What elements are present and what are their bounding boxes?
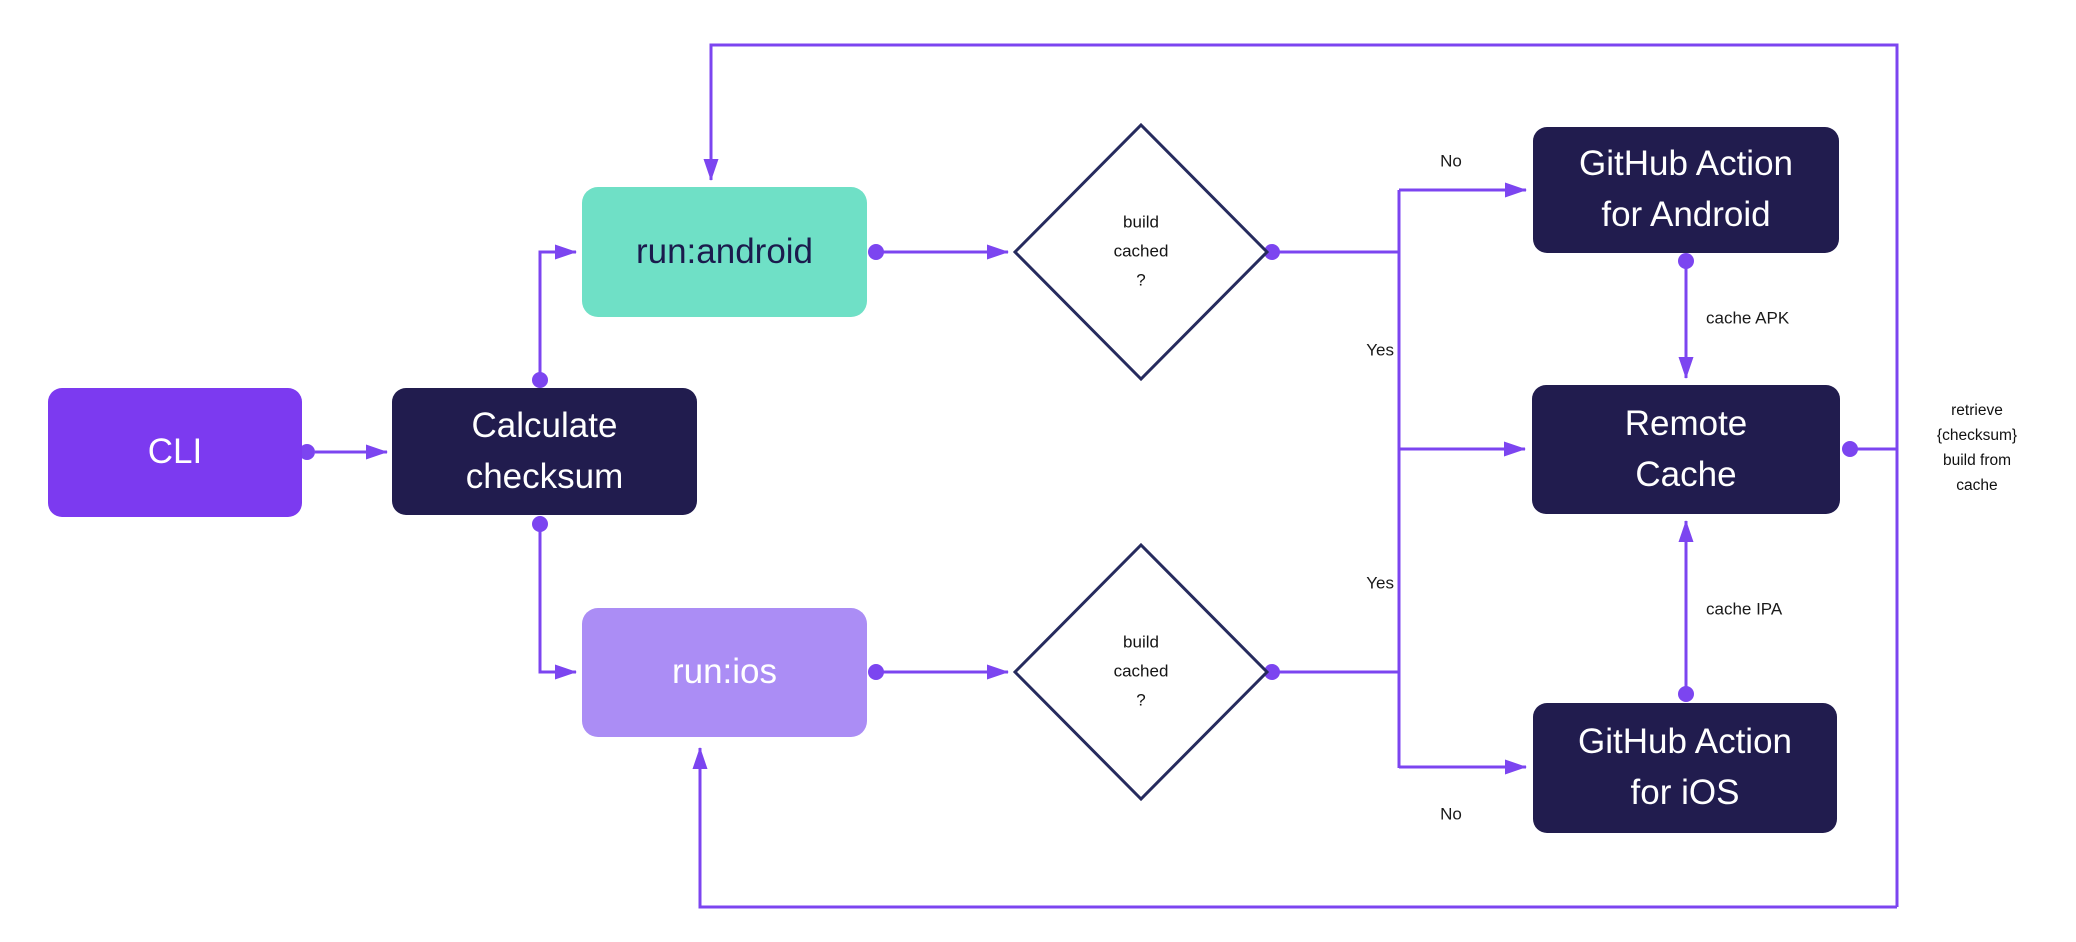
node-run-android: run:android [582,187,867,317]
node-remote-cache-label: Remote Cache [1624,403,1748,494]
node-github-action-ios-label: GitHub Action for iOS [1578,722,1792,812]
node-calculate-checksum: Calculate checksum [392,388,697,515]
node-cli-label: CLI [147,432,203,472]
edge-label-cache-ipa: cache IPA [1706,599,1783,619]
edge-loop-to-run-android [703,43,1899,907]
edge-label-no-ios: No [1440,804,1462,824]
node-github-action-ios: GitHub Action for iOS [1533,703,1837,833]
edge-label-no-android: No [1440,151,1462,171]
connector-dot [532,516,548,532]
connector-dot [1678,253,1694,269]
connector-dot [1264,244,1280,260]
connector-dot [1264,664,1280,680]
edge-checksum-to-run-android [538,244,577,379]
decision-ios-label: build cached ? [1113,632,1169,710]
node-run-ios: run:ios [582,608,867,737]
node-run-android-label: run:android [635,231,814,271]
node-calculate-checksum-label: Calculate checksum [465,405,624,496]
connector-dot [1842,441,1858,457]
edge-label-yes-android: Yes [1366,340,1394,360]
node-github-action-android-label: GitHub Action for Android [1579,144,1793,234]
connector-dots [299,244,1858,702]
node-remote-cache: Remote Cache [1532,385,1840,514]
connector-dot [868,664,884,680]
node-github-action-android: GitHub Action for Android [1533,127,1839,253]
connector-dot [1678,686,1694,702]
decision-diamond-ios [1012,542,1270,802]
edge-label-retrieve-from-cache: retrieve {checksum} build from cache [1936,401,2018,495]
connector-edges [315,43,1899,909]
edge-label-cache-apk: cache APK [1706,308,1790,328]
decision-diamond-android [1012,122,1270,382]
connector-dot [532,372,548,388]
node-run-ios-label: run:ios [671,652,778,692]
edge-loop-to-run-ios [692,747,1897,909]
node-cli: CLI [48,388,302,517]
decision-android-label: build cached ? [1113,212,1169,290]
edge-checksum-to-run-ios [538,525,577,680]
connector-dot [868,244,884,260]
connector-dot [299,444,315,460]
edge-label-yes-ios: Yes [1366,573,1394,593]
